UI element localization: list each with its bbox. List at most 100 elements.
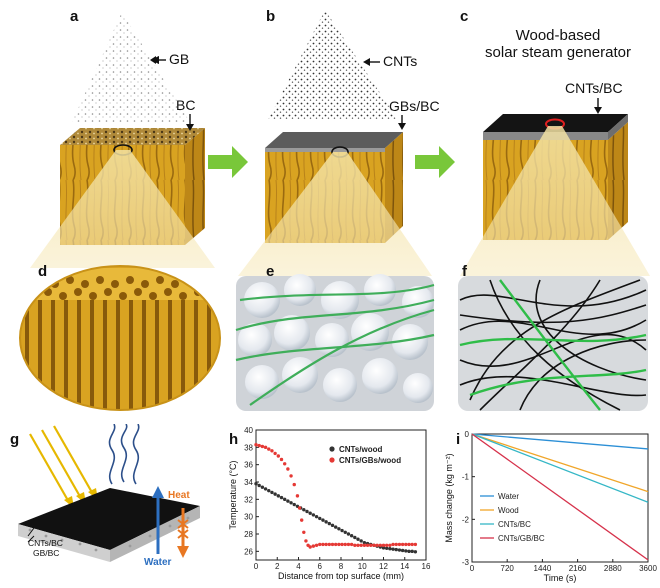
y-tick-label: 34 — [244, 478, 253, 487]
panel-d — [19, 265, 221, 411]
data-point — [311, 513, 316, 517]
data-point — [397, 548, 402, 552]
data-point — [340, 542, 344, 547]
x-tick-label: 4 — [296, 562, 301, 571]
data-point — [308, 545, 312, 549]
legend-marker — [329, 457, 335, 463]
y-tick-label: 38 — [244, 443, 253, 452]
data-point — [270, 449, 274, 453]
gbs-bc-label: GBs/BC — [389, 98, 440, 114]
zoom-cone-c — [460, 126, 650, 276]
data-point — [410, 549, 414, 554]
panel-label-h: h — [229, 431, 239, 448]
data-point — [321, 542, 325, 547]
y-tick-label: 26 — [244, 547, 253, 556]
x-tick-label: 16 — [422, 562, 431, 571]
data-point — [359, 543, 363, 547]
data-point — [381, 543, 386, 547]
cnts-bc-arrow-head — [594, 107, 602, 114]
x-tick-label: 14 — [400, 562, 409, 571]
data-point — [318, 542, 322, 547]
legend-label: CNTs/wood — [339, 445, 383, 454]
x-axis-label: Distance from top surface (mm) — [278, 571, 404, 581]
x-tick-label: 2880 — [604, 564, 622, 573]
data-point — [263, 445, 268, 450]
data-point — [263, 487, 268, 491]
x-tick-label: 8 — [339, 562, 344, 571]
x-tick-label: 6 — [318, 562, 323, 571]
y-tick-label: 32 — [244, 495, 253, 504]
panel-g-illustration — [18, 424, 200, 562]
data-point — [260, 485, 265, 489]
legend-label: CNTs/BC — [498, 520, 531, 529]
data-point — [289, 501, 293, 505]
x-tick-label: 2160 — [569, 564, 587, 573]
data-point — [391, 547, 395, 551]
data-point — [273, 451, 277, 456]
data-point — [330, 542, 335, 547]
data-point — [346, 532, 351, 536]
y-tick-label: 30 — [244, 513, 253, 522]
y-tick-label: -2 — [462, 515, 470, 524]
data-point — [282, 497, 287, 502]
data-point — [273, 492, 277, 496]
data-point — [333, 542, 338, 547]
cube-side — [608, 122, 628, 240]
x-tick-label: 3600 — [639, 564, 657, 573]
data-point — [353, 543, 357, 547]
x-tick-label: 1440 — [534, 564, 552, 573]
series-line — [471, 433, 649, 493]
y-axis-label: Temperature (°C) — [228, 460, 238, 529]
data-point — [356, 543, 360, 547]
cnts-bc-layer-label: CNTs/BC — [28, 538, 63, 548]
process-arrow-1 — [208, 146, 248, 178]
panel-e — [235, 274, 435, 411]
data-point — [359, 539, 363, 543]
legend-marker — [329, 446, 335, 452]
x-tick-label: 0 — [254, 562, 259, 571]
data-point — [330, 523, 335, 528]
data-point — [324, 520, 328, 524]
gbs-bc-layer-edge — [265, 148, 385, 152]
data-point — [407, 549, 411, 554]
side-layer-edge — [608, 114, 628, 140]
data-point — [391, 542, 395, 547]
data-point — [267, 447, 271, 451]
y-tick-label: -3 — [462, 558, 470, 567]
data-point — [324, 542, 328, 547]
data-point — [311, 544, 316, 548]
data-point — [289, 474, 293, 478]
data-point — [267, 488, 271, 493]
data-point — [343, 542, 347, 547]
series-line — [471, 433, 649, 503]
data-point — [413, 550, 418, 554]
series-line — [471, 433, 649, 561]
data-point — [407, 542, 411, 547]
data-point — [397, 542, 402, 547]
data-point — [297, 506, 302, 510]
data-point — [337, 542, 341, 547]
data-point — [260, 444, 265, 449]
x-tick-label: 720 — [501, 564, 515, 573]
panel-label-g: g — [10, 431, 20, 448]
data-point — [340, 528, 344, 533]
process-arrow-2 — [415, 146, 455, 178]
data-point — [388, 547, 392, 551]
gb-arrow-head — [150, 56, 156, 64]
data-point — [404, 542, 408, 547]
water-label: Water — [144, 557, 172, 568]
cnts-arrow-head — [363, 58, 370, 66]
data-point — [333, 525, 338, 529]
x-tick-label: 10 — [358, 562, 367, 571]
cnts-label: CNTs — [383, 53, 418, 69]
cnt-particle-cloud — [268, 10, 398, 120]
y-axis-label: Mass change (kg m⁻²) — [444, 453, 454, 542]
data-point — [286, 467, 290, 471]
data-point — [365, 543, 370, 547]
y-tick-label: 0 — [465, 430, 470, 439]
x-tick-label: 12 — [379, 562, 388, 571]
x-tick-label: 0 — [470, 564, 475, 573]
legend-label: Water — [498, 492, 519, 501]
cnts-bc-top-surface — [483, 114, 628, 132]
